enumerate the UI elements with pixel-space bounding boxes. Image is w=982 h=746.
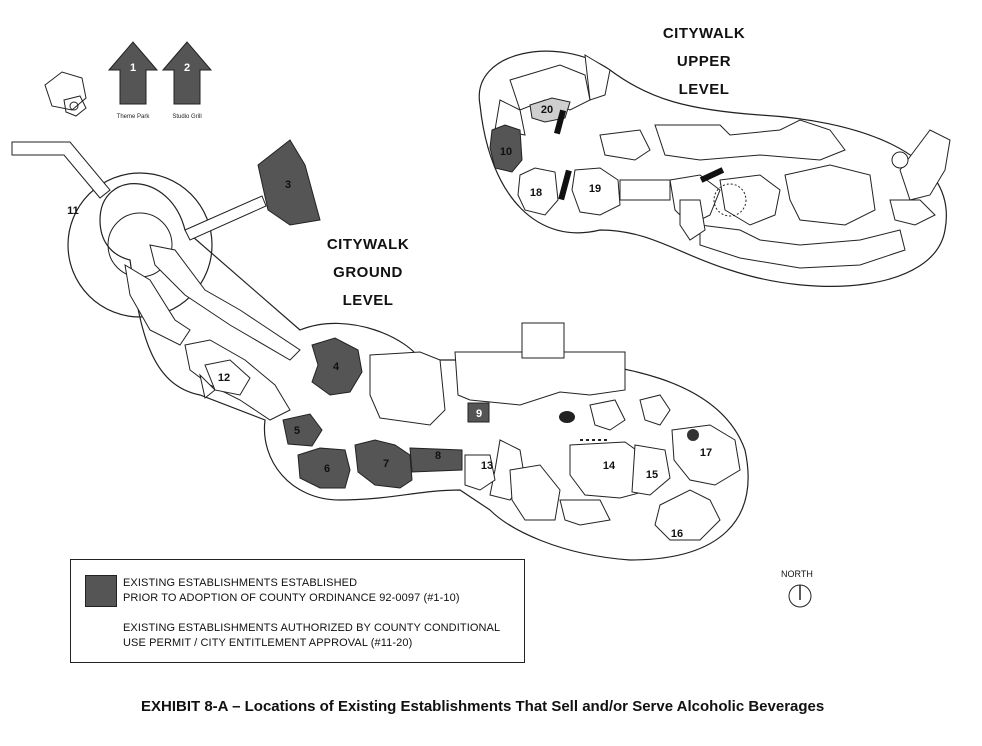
ground-title-1: CITYWALK	[327, 236, 409, 253]
label-14: 14	[603, 460, 616, 472]
label-3: 3	[285, 179, 291, 191]
arrow-theme-park[interactable]: 1 Theme Park	[107, 41, 159, 120]
label-4: 4	[333, 361, 340, 373]
establishment-12[interactable]	[204, 359, 251, 396]
establishment-16[interactable]	[654, 489, 721, 541]
establishment-19[interactable]	[571, 167, 621, 216]
establishment-8[interactable]	[409, 447, 463, 473]
label-16: 16	[671, 528, 683, 540]
legend-swatch-prior	[85, 575, 117, 607]
arrow-up-icon	[107, 41, 159, 105]
label-5: 5	[294, 425, 300, 437]
label-19: 19	[589, 183, 601, 195]
gazebo	[44, 71, 87, 117]
establishment-15[interactable]	[631, 444, 671, 496]
label-11: 11	[67, 205, 79, 217]
legend-item1-line2: PRIOR TO ADOPTION OF COUNTY ORDINANCE 92…	[123, 592, 460, 604]
upper-level-buildings	[494, 54, 951, 269]
label-15: 15	[646, 469, 658, 481]
upper-plaza	[713, 183, 747, 217]
legend: EXISTING ESTABLISHMENTS ESTABLISHED PRIO…	[70, 559, 525, 663]
label-12: 12	[218, 372, 230, 384]
establishment-20-bar	[553, 109, 567, 135]
legend-item1-line1: EXISTING ESTABLISHMENTS ESTABLISHED	[123, 577, 358, 589]
establishment-10[interactable]	[489, 124, 523, 173]
arrow-up-icon	[161, 41, 213, 105]
arrow-caption: Theme Park	[117, 114, 151, 120]
arrow-number: 1	[130, 62, 136, 74]
establishment-4[interactable]	[311, 337, 363, 396]
establishment-17-marker	[687, 429, 699, 441]
establishment-9[interactable]	[467, 402, 490, 423]
upper-title-3: LEVEL	[679, 81, 730, 98]
upper-title-2: UPPER	[677, 53, 731, 70]
legend-item2-line1: EXISTING ESTABLISHMENTS AUTHORIZED BY CO…	[123, 622, 501, 634]
establishment-19-bar	[558, 169, 572, 201]
label-20: 20	[541, 104, 553, 116]
legend-item2-line2: USE PERMIT / CITY ENTITLEMENT APPROVAL (…	[123, 637, 413, 649]
label-17: 17	[700, 447, 712, 459]
label-10: 10	[500, 146, 512, 158]
north-arrow	[788, 584, 812, 608]
ground-title-3: LEVEL	[343, 292, 394, 309]
establishment-14[interactable]	[569, 441, 651, 499]
label-8: 8	[435, 450, 441, 462]
establishment-13[interactable]	[464, 454, 496, 491]
ground-title-2: GROUND	[333, 264, 403, 281]
establishment-7[interactable]	[354, 439, 413, 489]
label-9: 9	[476, 408, 482, 420]
label-13: 13	[481, 460, 493, 472]
exhibit-caption: EXHIBIT 8-A – Locations of Existing Esta…	[141, 698, 825, 715]
upper-bar-marker	[699, 167, 725, 183]
establishment-5[interactable]	[282, 413, 323, 447]
label-6: 6	[324, 463, 330, 475]
arrow-studio-grill[interactable]: 2 Studio Grill	[161, 41, 213, 120]
establishment-17[interactable]	[671, 424, 741, 486]
walkway-2	[184, 195, 267, 241]
arrow-caption: Studio Grill	[172, 114, 201, 120]
ground-level-boundary	[99, 183, 749, 561]
plaza-11-boundary	[67, 172, 213, 318]
establishment-6[interactable]	[297, 447, 351, 489]
establishment-18[interactable]	[517, 167, 559, 216]
fountain-feature	[559, 411, 575, 423]
label-18: 18	[530, 187, 542, 199]
label-7: 7	[383, 458, 389, 470]
establishment-3[interactable]	[257, 139, 321, 226]
walkway	[11, 141, 111, 199]
north-label: NORTH	[781, 569, 813, 579]
arrow-number: 2	[184, 62, 190, 74]
upper-title-1: CITYWALK	[663, 25, 745, 42]
